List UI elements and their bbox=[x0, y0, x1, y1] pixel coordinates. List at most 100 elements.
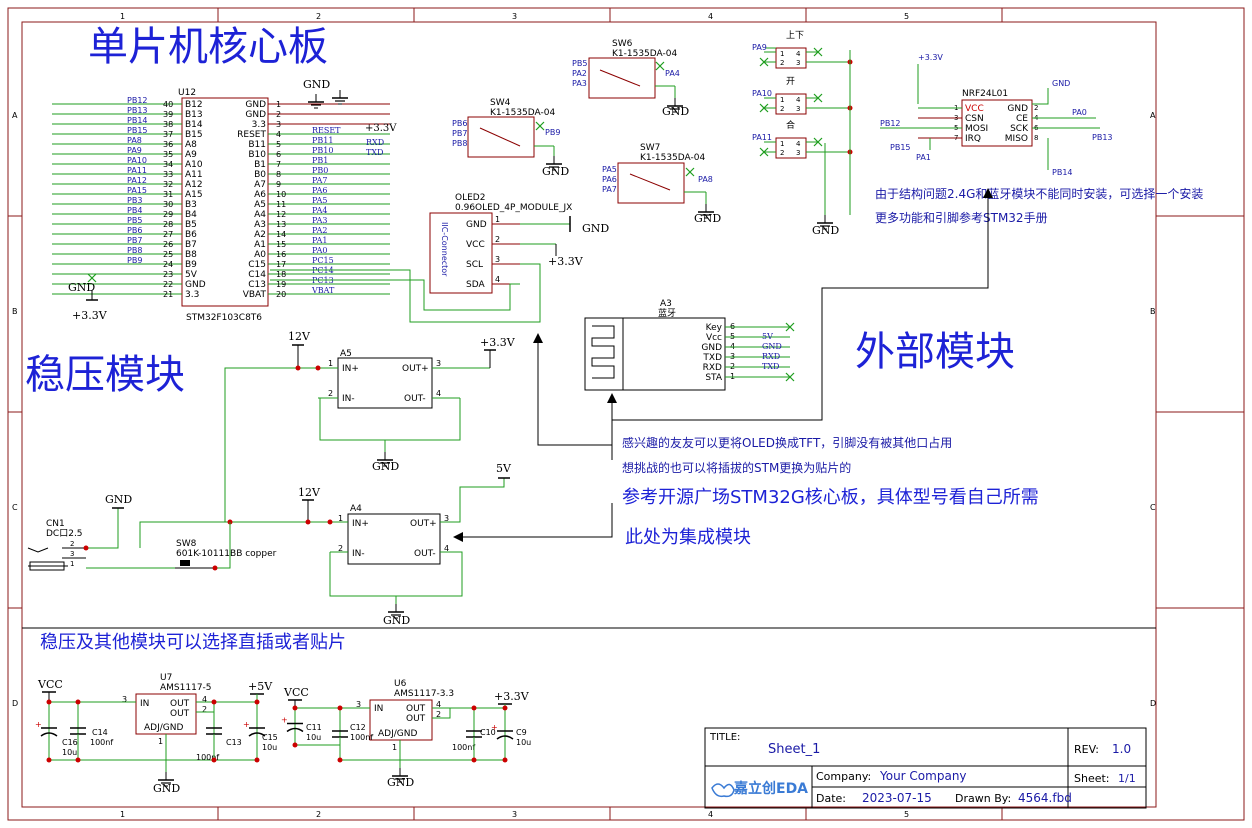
frame-row-label: C bbox=[12, 503, 18, 512]
sw4-part: K1-1535DA-04 bbox=[490, 108, 555, 118]
nrf-pb12: PB12 bbox=[880, 119, 901, 128]
c16-ref: C16 bbox=[62, 738, 78, 747]
bottom-section-title: 稳压及其他模块可以选择直插或者贴片 bbox=[40, 632, 346, 653]
nrf-left-pin-name: MOSI bbox=[965, 124, 988, 134]
u7-5v: +5V bbox=[248, 680, 273, 693]
u7-pin-adj: 1 bbox=[158, 737, 163, 746]
oled-pin-name: SCL bbox=[466, 260, 483, 270]
note-integrated: 此处为集成模块 bbox=[625, 527, 751, 548]
nrf-left-pin-name: CSN bbox=[965, 114, 984, 124]
mcu-left-pin-num: 28 bbox=[163, 220, 173, 229]
sw6-gnd: GND bbox=[662, 105, 689, 118]
sw4-out: PB9 bbox=[545, 128, 560, 137]
mcu-left-pin-name: 5V bbox=[185, 270, 198, 280]
u6-pin-o2: 2 bbox=[436, 710, 441, 719]
nrf-right-pin-name: GND bbox=[1007, 104, 1028, 114]
mcu-right-pin-num: 10 bbox=[276, 190, 286, 199]
mcu-left-net: PB15 bbox=[127, 126, 148, 135]
mcu-right-pin-name: GND bbox=[245, 110, 266, 120]
mcu-left-pin-name: A15 bbox=[185, 190, 203, 200]
mcu-left-pin-name: B6 bbox=[185, 230, 197, 240]
a5-p2: 2 bbox=[328, 389, 333, 398]
a4-inp: IN+ bbox=[352, 519, 369, 529]
c11-val: 10u bbox=[306, 733, 321, 742]
mcu-gnd-label-a: GND bbox=[303, 78, 330, 91]
cn1-part: DC口2.5 bbox=[46, 529, 83, 539]
mcu-right-net: PB1 bbox=[312, 156, 328, 165]
frame-row-label: B bbox=[1150, 307, 1156, 316]
key-switch-pin: 1 bbox=[780, 96, 784, 104]
u7-pin-in: 3 bbox=[122, 695, 127, 704]
eda-logo-text: 嘉立创EDA bbox=[733, 780, 808, 797]
oled-3v3: +3.3V bbox=[548, 255, 584, 268]
a5-ref: A5 bbox=[340, 349, 352, 359]
mcu-left-pin-name: A8 bbox=[185, 140, 197, 150]
mcu-right-pin-num: 1 bbox=[276, 100, 281, 109]
svg-text:+: + bbox=[281, 716, 288, 725]
note-oled-tft: 感兴趣的友友可以更将OLED换成TFT，引脚没有被其他口占用 bbox=[622, 435, 952, 450]
u7-adj: ADJ/GND bbox=[144, 723, 183, 733]
note-reference: 参考开源广场STM32G核心板，具体型号看自己所需 bbox=[622, 487, 1039, 508]
frame-col-label: 5 bbox=[904, 810, 909, 819]
mcu-left-net: PB5 bbox=[127, 216, 142, 225]
bt-pin-name: TXD bbox=[702, 353, 722, 363]
key-switch-pin: 2 bbox=[780, 149, 784, 157]
mcu-left-net: PA15 bbox=[127, 186, 147, 195]
key-switch-pin: 3 bbox=[796, 149, 800, 157]
mcu-right-pin-name: C15 bbox=[248, 260, 266, 270]
c14-val: 100nf bbox=[90, 738, 113, 747]
mcu-left-pin-num: 22 bbox=[163, 280, 173, 289]
rev-value: 1.0 bbox=[1112, 742, 1131, 756]
svg-text:+: + bbox=[491, 723, 498, 732]
external-section-title: 外部模块 bbox=[855, 329, 1015, 375]
oled-side-label: IIC-Connector bbox=[440, 222, 449, 277]
sw6-in1: PB5 bbox=[572, 59, 587, 68]
key-switch-body bbox=[775, 93, 807, 115]
sw8-part: 601K-10111BB copper bbox=[176, 549, 277, 559]
mcu-right-pin-num: 6 bbox=[276, 150, 281, 159]
sw8-ref: SW8 bbox=[176, 539, 197, 549]
mcu-left-pin-name: 3.3 bbox=[185, 290, 199, 300]
title-block: TITLE: Sheet_1 REV: 1.0 Company: Your Co… bbox=[704, 727, 1147, 809]
sheet-value: 1/1 bbox=[1118, 772, 1136, 785]
mcu-left-net: PB13 bbox=[127, 106, 148, 115]
bt-pin-name: GND bbox=[701, 343, 722, 353]
nrf-right-pin-name: MISO bbox=[1005, 134, 1028, 144]
mcu-left-net: PB9 bbox=[127, 256, 142, 265]
nrf-pa0: PA0 bbox=[1072, 108, 1087, 117]
mcu-left-net: PA9 bbox=[127, 146, 142, 155]
mcu-right-net: VBAT bbox=[311, 286, 335, 295]
mcu-left-net: PA8 bbox=[127, 136, 142, 145]
frame-row-label: A bbox=[12, 111, 18, 120]
oled-pin-num: 2 bbox=[495, 235, 500, 244]
mcu-right-net: PB10 bbox=[312, 146, 333, 155]
sw4-gnd: GND bbox=[542, 165, 569, 178]
mcu-right-pin-name: RESET bbox=[237, 130, 266, 140]
u6-adj: ADJ/GND bbox=[378, 729, 417, 739]
nrf-pb14: PB14 bbox=[1052, 168, 1073, 177]
frame-row-label: C bbox=[1150, 503, 1156, 512]
title-value: Sheet_1 bbox=[768, 742, 820, 757]
note-stm-smd: 想挑战的也可以将插拔的STM更换为贴片的 bbox=[622, 460, 851, 475]
mcu-right-net: PA4 bbox=[312, 206, 328, 215]
mcu-right-pin-num: 11 bbox=[276, 200, 286, 209]
sw7-out: PA8 bbox=[698, 175, 713, 184]
mcu-left-pin-num: 26 bbox=[163, 240, 173, 249]
mcu-left-pin-num: 32 bbox=[163, 180, 173, 189]
mcu-right-net: PA1 bbox=[312, 236, 328, 245]
a5-inp: IN+ bbox=[342, 364, 359, 374]
mcu-left-net: PB3 bbox=[127, 196, 142, 205]
a4-p2: 2 bbox=[338, 544, 343, 553]
c12-ref: C12 bbox=[350, 723, 366, 732]
switch-sw6: SW6 K1-1535DA-04 PB5 PA2 PA3 PA4 GND bbox=[572, 39, 689, 118]
bt-pin-name: RXD bbox=[703, 363, 722, 373]
a4-inm: IN- bbox=[352, 549, 365, 559]
mcu-left-pin-name: A9 bbox=[185, 150, 197, 160]
sw6-in3: PA3 bbox=[572, 79, 587, 88]
mcu-right-pin-name: A5 bbox=[254, 200, 266, 210]
cn1-p3: 3 bbox=[70, 550, 74, 558]
oled-pin-num: 1 bbox=[495, 215, 500, 224]
u6-in: IN bbox=[374, 704, 383, 714]
